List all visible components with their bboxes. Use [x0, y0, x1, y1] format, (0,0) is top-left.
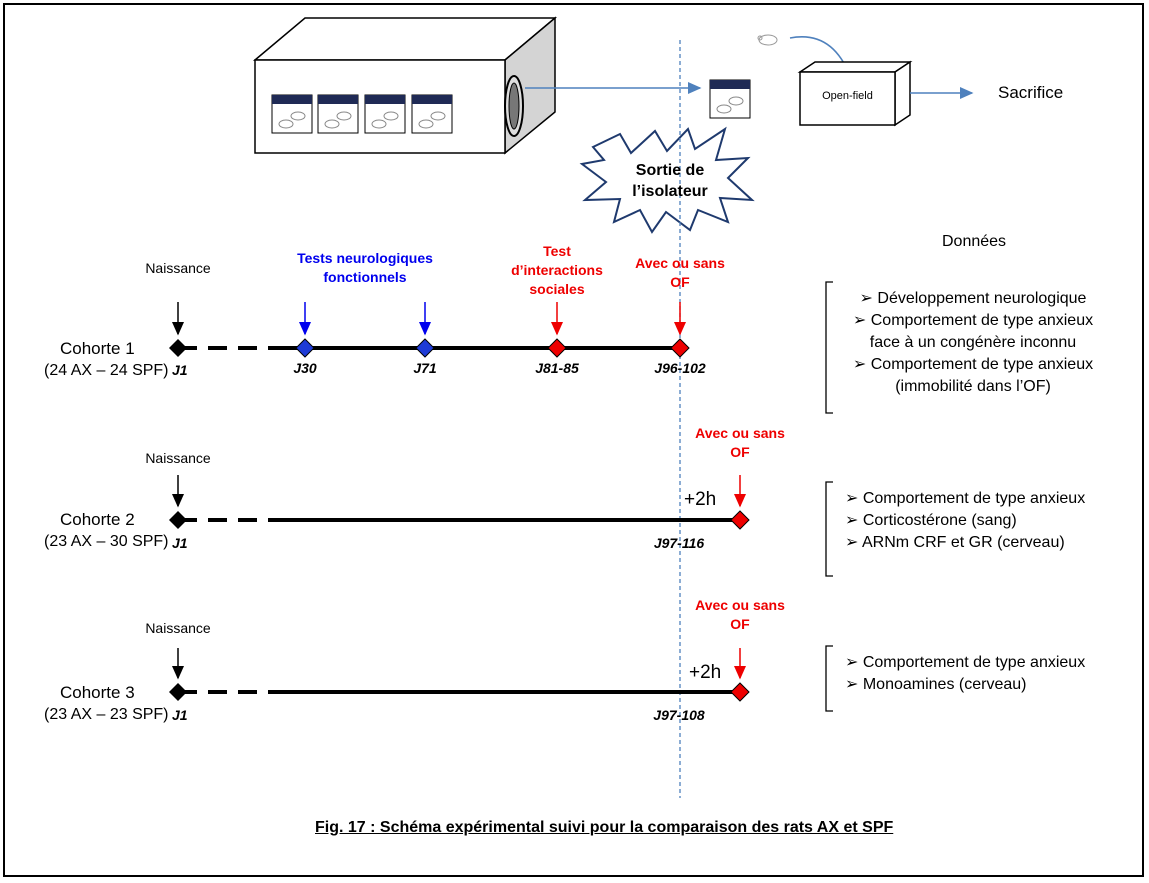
timepoint-marker [295, 338, 315, 358]
time-offset: +2h [689, 662, 722, 683]
cohort-name: Cohorte 1 [60, 339, 135, 358]
cohort-3-timeline [169, 648, 750, 702]
cage-icon [411, 94, 453, 134]
data-bracket-1 [825, 281, 833, 414]
cohort-2-timeline [169, 475, 750, 530]
cage-icon [271, 94, 313, 134]
cage-icons [271, 79, 751, 134]
timepoint-marker [415, 338, 435, 358]
timepoint-marker [670, 338, 690, 358]
timepoint-marker [169, 683, 187, 701]
timepoint-marker [730, 682, 750, 702]
cohort-groups: (23 AX – 23 SPF) [44, 706, 169, 723]
birth-label: Naissance [145, 260, 211, 276]
data-list-cohort-3: ➢ Comportement de type anxieux ➢ Monoami… [845, 654, 1086, 693]
cohort-name: Cohorte 3 [60, 683, 135, 702]
data-bracket-3 [825, 645, 833, 712]
cage-icon [364, 94, 406, 134]
day-label: J1 [172, 362, 188, 378]
event-label-social-test: Test d’interactions sociales [511, 243, 603, 297]
birth-label: Naissance [145, 450, 211, 466]
isolator-exit-burst [579, 126, 755, 234]
day-label: J96-102 [654, 360, 706, 376]
day-label: J97-116 [653, 535, 705, 551]
open-field-label: Open-field [822, 90, 873, 102]
rat-icon [757, 34, 778, 46]
isolator-icon [252, 16, 558, 155]
time-offset: +2h [684, 489, 717, 510]
cohort-groups: (24 AX – 24 SPF) [44, 362, 169, 379]
event-label-neuro-tests: Tests neurologiques fonctionnels [297, 250, 433, 285]
timepoint-marker [169, 511, 187, 529]
day-label: J1 [172, 535, 188, 551]
cage-icon [317, 94, 359, 134]
timepoint-marker [169, 339, 187, 357]
day-label: J1 [172, 707, 188, 723]
day-label: J97-108 [653, 707, 705, 723]
data-list-cohort-2: ➢ Comportement de type anxieux ➢ Cortico… [845, 490, 1086, 551]
open-field-box [797, 60, 913, 127]
figure-frame [3, 3, 1144, 877]
day-label: J71 [413, 360, 437, 376]
event-label-of: Avec ou sans OF [695, 425, 785, 460]
event-label-of: Avec ou sans OF [635, 255, 725, 290]
day-label: J81-85 [535, 360, 579, 376]
event-label-of: Avec ou sans OF [695, 597, 785, 632]
data-header: Données [942, 233, 1007, 250]
sacrifice-label: Sacrifice [998, 83, 1064, 102]
timepoint-marker [730, 510, 750, 530]
cohort-groups: (23 AX – 30 SPF) [44, 533, 169, 550]
day-label: J30 [293, 360, 317, 376]
birth-label: Naissance [145, 620, 211, 636]
figure-caption: Fig. 17 : Schéma expérimental suivi pour… [315, 819, 894, 836]
cohort-name: Cohorte 2 [60, 510, 135, 529]
cage-outside-icon [709, 79, 751, 119]
cohort-1-timeline [169, 302, 690, 358]
data-list-cohort-1: ➢ Développement neurologique ➢ Comportem… [852, 290, 1094, 395]
timepoint-marker [547, 338, 567, 358]
data-bracket-2 [825, 481, 833, 577]
isolator-exit-label: Sortie de l’isolateur [632, 162, 708, 200]
